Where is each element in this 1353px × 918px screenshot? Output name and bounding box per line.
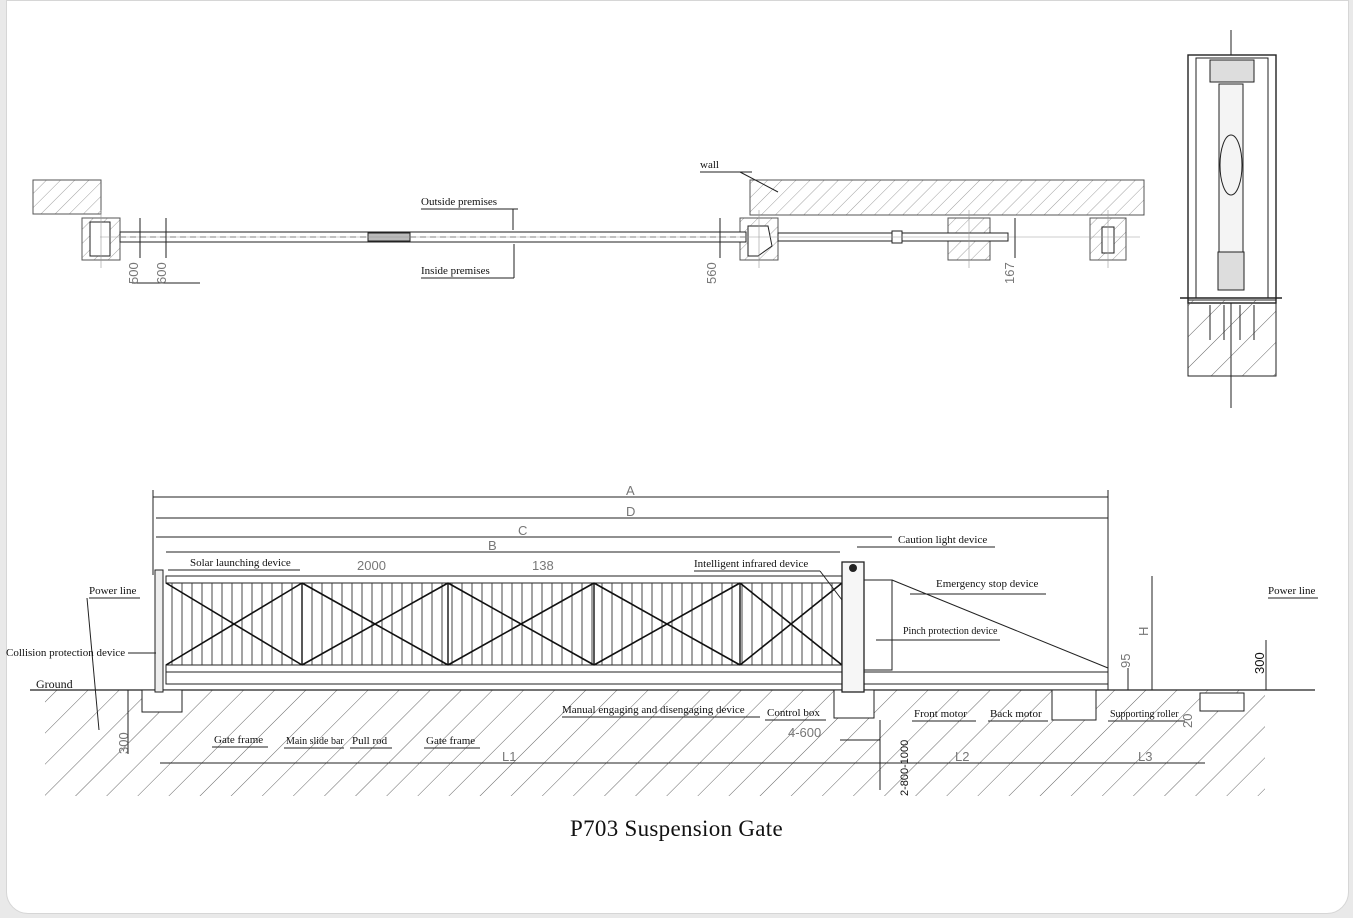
end-footing bbox=[1199, 692, 1245, 712]
power-line-left-leader bbox=[86, 597, 100, 731]
tail-frame bbox=[863, 579, 893, 671]
dim-b: B bbox=[488, 538, 497, 553]
section-motor-shape bbox=[1219, 134, 1243, 196]
supporting-roller-label: Supporting roller bbox=[1110, 709, 1179, 720]
power-line-right-label: Power line bbox=[1268, 585, 1315, 597]
section-gearbox bbox=[1217, 251, 1245, 291]
dim-d: D bbox=[626, 504, 635, 519]
control-box-label: Control box bbox=[767, 707, 820, 719]
right-wall-block bbox=[749, 179, 1145, 216]
left-footing bbox=[141, 689, 183, 713]
dim-h: H bbox=[1136, 627, 1151, 636]
manual-label: Manual engaging and disengaging device bbox=[562, 704, 745, 716]
gate-frame-label-2: Gate frame bbox=[426, 735, 475, 747]
main-slide-bar-label: Main slide bar bbox=[286, 736, 344, 747]
section-foundation bbox=[1187, 299, 1277, 377]
section-head bbox=[1209, 59, 1255, 83]
front-motor-label: Front motor bbox=[914, 708, 967, 720]
tail-tension-line bbox=[891, 579, 1109, 669]
dim-138: 138 bbox=[532, 558, 554, 573]
gate-brace bbox=[593, 582, 741, 666]
dim-600: 600 bbox=[154, 262, 169, 284]
dim-2-800-1000: 2-800-1000 bbox=[899, 740, 911, 796]
section-view bbox=[1180, 30, 1282, 408]
gate-frame-label-1: Gate frame bbox=[214, 734, 263, 746]
dim-4-600: 4-600 bbox=[788, 725, 821, 740]
dim-560: 560 bbox=[704, 262, 719, 284]
dim-20: 20 bbox=[1180, 714, 1195, 728]
dim-300-right: 300 bbox=[1252, 652, 1267, 674]
emergency-label: Emergency stop device bbox=[936, 578, 1039, 590]
section-column bbox=[1218, 83, 1244, 265]
dim-300-left: 300 bbox=[116, 732, 131, 754]
ground-label: Ground bbox=[36, 677, 73, 691]
motor-footing bbox=[833, 689, 875, 719]
outside-premises-label: Outside premises bbox=[421, 196, 497, 208]
caution-label: Caution light device bbox=[898, 534, 987, 546]
back-motor-label: Back motor bbox=[990, 708, 1042, 720]
roller-footing bbox=[1051, 689, 1097, 721]
motor-body bbox=[747, 225, 773, 257]
wall-label: wall bbox=[700, 159, 719, 171]
gate-brace bbox=[447, 582, 595, 666]
solar-label: Solar launching device bbox=[190, 557, 291, 569]
infrared-leader bbox=[819, 570, 843, 601]
drawing-title: P703 Suspension Gate bbox=[570, 816, 783, 841]
gate-brace bbox=[165, 582, 303, 666]
dim-l2: L2 bbox=[955, 749, 969, 764]
dim-l1: L1 bbox=[502, 749, 516, 764]
main-slide-beam bbox=[165, 671, 1109, 685]
motor-housing bbox=[841, 561, 865, 693]
dim-95: 95 bbox=[1118, 654, 1133, 668]
gate-brace bbox=[301, 582, 449, 666]
gate-pickets bbox=[171, 583, 833, 665]
dim-l3: L3 bbox=[1138, 749, 1152, 764]
power-line-left-label: Power line bbox=[89, 585, 136, 597]
infrared-label: Intelligent infrared device bbox=[694, 558, 808, 570]
dim-2000: 2000 bbox=[357, 558, 386, 573]
bottom-rail bbox=[165, 664, 843, 673]
dim-a: A bbox=[626, 483, 635, 498]
dim-c: C bbox=[518, 523, 527, 538]
left-wall-block bbox=[32, 179, 102, 215]
elevation-view: A D C B 2000 138 H 95 300 300 4-600 2-80… bbox=[6, 483, 1318, 796]
wall-leader bbox=[739, 171, 779, 193]
left-post-frame bbox=[89, 221, 111, 257]
gate-bracing bbox=[165, 582, 843, 666]
collision-label: Collision protection device bbox=[6, 647, 125, 659]
left-gate-post bbox=[154, 569, 164, 693]
top-rail bbox=[165, 575, 843, 584]
caution-light bbox=[849, 564, 857, 572]
dim-167: 167 bbox=[1002, 262, 1017, 284]
gate-brace bbox=[739, 582, 843, 666]
inside-premises-label: Inside premises bbox=[421, 265, 490, 277]
pull-rod-label: Pull rod bbox=[352, 735, 388, 747]
plan-view: 500 600 560 167 wall Outside premises In… bbox=[32, 159, 1145, 284]
dim-500: 500 bbox=[126, 262, 141, 284]
pinch-label: Pinch protection device bbox=[903, 626, 998, 637]
